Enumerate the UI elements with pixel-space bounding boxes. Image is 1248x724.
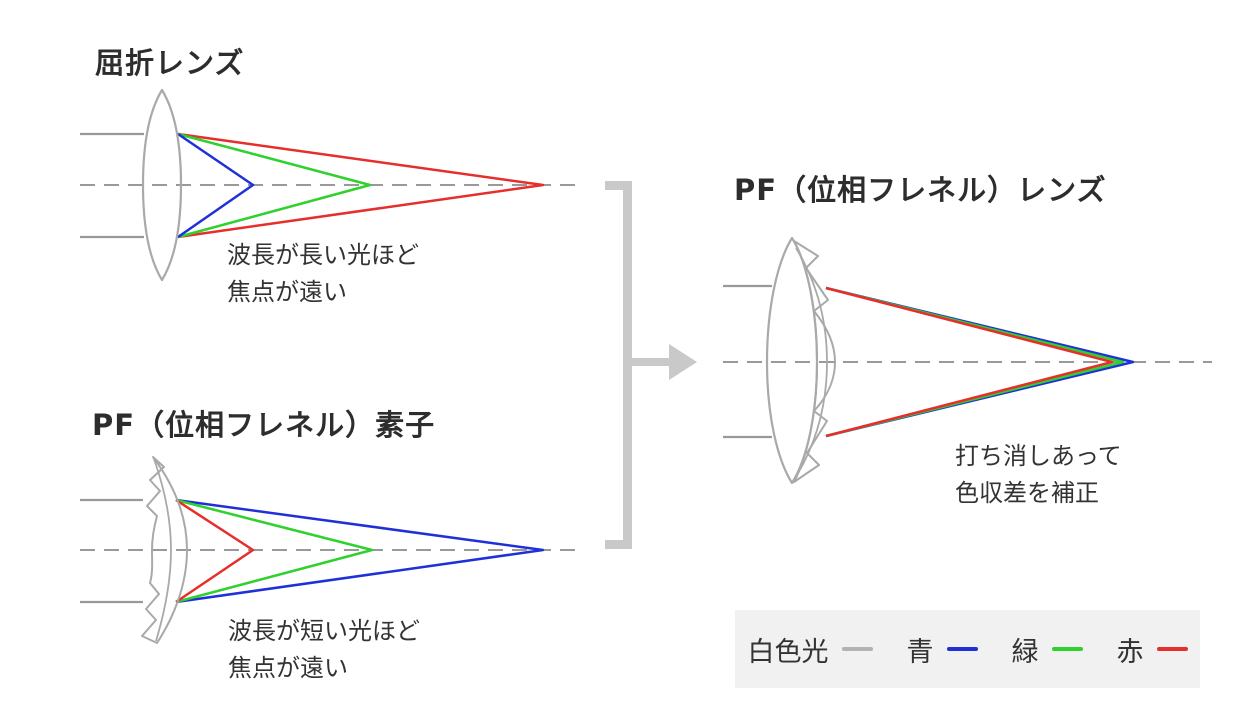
- legend-label: 緑: [1011, 636, 1039, 668]
- green-swatch-icon: [1051, 647, 1083, 651]
- caption-line: 焦点が遠い: [228, 654, 348, 682]
- legend-label: 白色光: [747, 636, 829, 668]
- blue-ray: [175, 498, 545, 604]
- red-ray: [825, 286, 1114, 438]
- legend-item-blue: 青: [907, 630, 978, 669]
- fresnel-element-inner-arc: [153, 458, 172, 642]
- red-ray: [175, 498, 255, 604]
- fresnel-layer-inner-arc: [795, 247, 828, 476]
- bracket-bottom-arm: [605, 540, 632, 549]
- pf-element-diagram: [80, 456, 580, 644]
- red-swatch-icon: [1156, 647, 1188, 651]
- pf-lens-title: PF（位相フレネル）レンズ: [734, 173, 1107, 207]
- legend-item-green: 緑: [1012, 630, 1083, 669]
- fresnel-layer-shape: [793, 240, 836, 483]
- pf-lens-caption: 打ち消しあって 色収差を補正: [955, 438, 1122, 512]
- fresnel-element-shape: [141, 456, 188, 644]
- combine-bracket-arrow: [605, 181, 697, 549]
- caption-line: 焦点が遠い: [227, 278, 347, 306]
- bracket-top-arm: [605, 181, 632, 190]
- blue-ray: [177, 132, 255, 239]
- arrow-shaft: [631, 358, 670, 366]
- green-ray: [177, 132, 372, 239]
- legend-label: 赤: [1116, 636, 1144, 668]
- red-ray: [177, 132, 545, 239]
- bracket-vertical-bar: [623, 181, 632, 549]
- caption-line: 波長が長い光ほど: [227, 241, 419, 269]
- refractive-lens-caption: 波長が長い光ほど 焦点が遠い: [227, 237, 419, 311]
- green-ray: [175, 498, 374, 604]
- refractive-lens-title: 屈折レンズ: [95, 46, 245, 80]
- arrow-head-icon: [669, 344, 697, 380]
- legend-item-red: 赤: [1117, 630, 1188, 669]
- white-light-swatch-icon: [841, 647, 873, 651]
- pf-element-title: PF（位相フレネル）素子: [92, 408, 436, 442]
- legend-item-white-light: 白色光: [748, 630, 873, 669]
- blue-swatch-icon: [946, 647, 978, 651]
- biconvex-lens-shape: [141, 88, 183, 282]
- pf-lens-combined-diagram: [723, 236, 1212, 485]
- refractive-lens-diagram: [80, 88, 580, 282]
- legend: 白色光 青 緑 赤: [735, 610, 1200, 688]
- caption-line: 色収差を補正: [955, 479, 1099, 507]
- legend-label: 青: [906, 636, 934, 668]
- caption-line: 波長が短い光ほど: [228, 617, 420, 645]
- caption-line: 打ち消しあって: [955, 442, 1122, 470]
- pf-element-caption: 波長が短い光ほど 焦点が遠い: [228, 613, 420, 687]
